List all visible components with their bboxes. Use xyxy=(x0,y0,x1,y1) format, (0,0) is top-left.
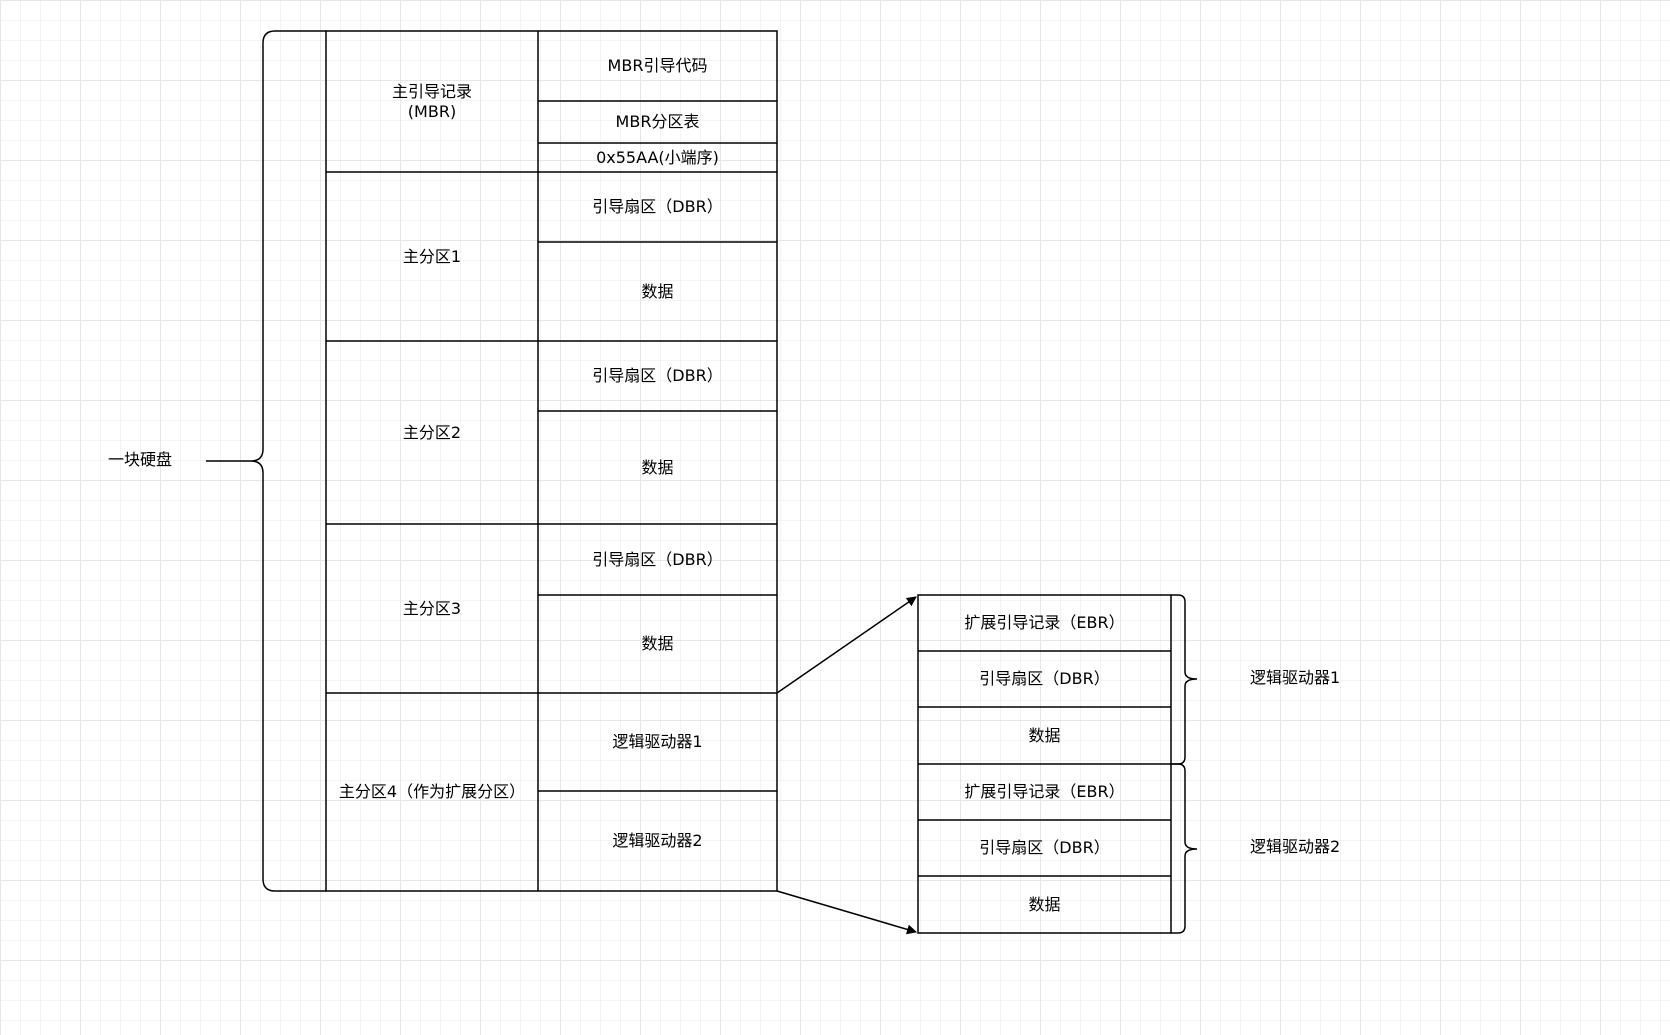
mbr-label: 主引导记录 (MBR) xyxy=(391,81,472,121)
logical-drive-1-group-label: 逻辑驱动器1 xyxy=(1250,668,1341,687)
logical-2-data: 数据 xyxy=(1028,894,1061,914)
logical-drive-1-brace xyxy=(1171,594,1198,765)
disk-label: 一块硬盘 xyxy=(108,450,173,469)
logical-drive-2-cell: 逻辑驱动器2 xyxy=(612,831,703,850)
partition-3-data: 数据 xyxy=(641,634,674,653)
partition-1-data: 数据 xyxy=(641,281,674,301)
mbr-partition-table: MBR分区表 xyxy=(615,112,700,131)
logical-drive-2-group-label: 逻辑驱动器2 xyxy=(1250,837,1341,856)
primary-partition-2-label: 主分区2 xyxy=(402,422,462,442)
partition-2-data: 数据 xyxy=(641,457,674,477)
logical-1-ebr: 扩展引导记录（EBR） xyxy=(964,613,1125,632)
logical-2-ebr: 扩展引导记录（EBR） xyxy=(964,782,1125,801)
partition-3-boot-sector: 引导扇区（DBR） xyxy=(592,549,723,569)
mbr-boot-code: MBR引导代码 xyxy=(607,56,708,75)
logical-drive-2-brace xyxy=(1171,763,1198,934)
expand-arrow-bottom xyxy=(776,890,917,935)
logical-1-data: 数据 xyxy=(1028,725,1061,745)
disk-brace xyxy=(250,30,326,892)
expand-arrow-top xyxy=(776,596,917,694)
logical-2-boot-sector: 引导扇区（DBR） xyxy=(979,838,1110,857)
partition-2-boot-sector: 引导扇区（DBR） xyxy=(592,366,723,385)
logical-1-boot-sector: 引导扇区（DBR） xyxy=(979,669,1110,688)
disk-table-outline xyxy=(325,30,778,892)
primary-partition-1-label: 主分区1 xyxy=(402,246,462,266)
primary-partition-3-label: 主分区3 xyxy=(402,598,462,618)
mbr-signature: 0x55AA(小端序) xyxy=(596,147,719,167)
partition-1-boot-sector: 引导扇区（DBR） xyxy=(592,197,723,216)
extended-partition-label: 主分区4（作为扩展分区） xyxy=(338,782,526,801)
logical-drive-1-cell: 逻辑驱动器1 xyxy=(612,732,703,751)
